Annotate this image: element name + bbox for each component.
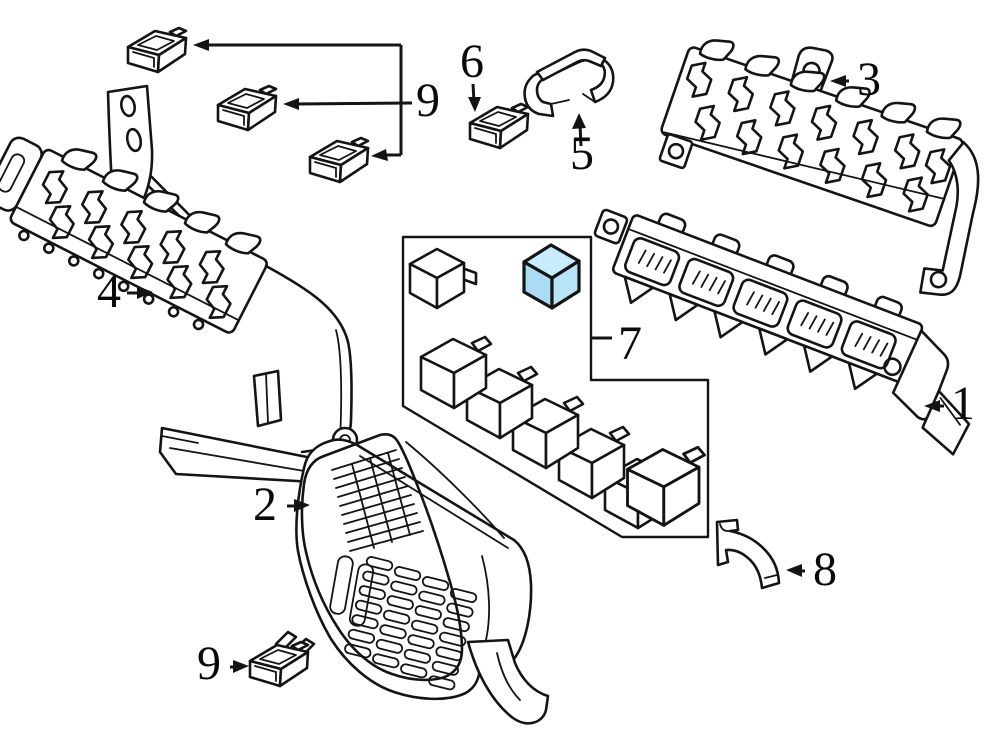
plate-teeth	[623, 275, 879, 391]
cover-top-face-line	[405, 441, 505, 539]
part-7-relay-group[interactable]	[401, 235, 710, 539]
callout-2[interactable]: 2	[253, 478, 277, 531]
left-foot	[658, 133, 694, 170]
side-wall	[264, 264, 353, 454]
relay-highlighted[interactable]	[522, 243, 581, 310]
part-2-cover[interactable]	[295, 426, 550, 725]
cover-tail	[466, 638, 550, 725]
panel-band	[660, 46, 964, 228]
cover-outline	[295, 438, 533, 701]
fuse-6[interactable]	[468, 102, 530, 150]
left-foot-hole	[667, 142, 685, 160]
callout-5[interactable]: 5	[570, 127, 594, 180]
callout-9-bottom[interactable]: 9	[197, 637, 221, 690]
relay-small-white	[408, 247, 478, 310]
left-tab-hole	[602, 218, 620, 235]
plate-body	[611, 214, 924, 383]
bracket-hole-2	[125, 127, 143, 153]
fuse-9a[interactable]	[126, 26, 188, 74]
callout-8[interactable]: 8	[813, 543, 837, 596]
callout-4[interactable]: 4	[97, 265, 121, 318]
cover-back-line	[481, 555, 490, 649]
callout-3[interactable]: 3	[857, 53, 881, 106]
callout-arrows	[127, 39, 944, 673]
part-3-fuse-panel[interactable]	[639, 8, 1000, 303]
cover-spine-line	[359, 455, 509, 549]
fuse-rail	[0, 136, 268, 334]
part-8-bracket[interactable]	[715, 518, 781, 590]
plate-sockets	[624, 236, 897, 370]
fuse-9c[interactable]	[308, 136, 370, 184]
fuse-9b[interactable]	[216, 84, 278, 132]
part-4-fuse-holder[interactable]	[0, 84, 353, 484]
cover-front-face	[300, 432, 464, 682]
callout-9-top[interactable]: 9	[416, 74, 440, 127]
bracket-hole-1	[120, 94, 136, 118]
end-cap-hole	[883, 357, 902, 377]
bottom-foot	[158, 426, 316, 484]
right-foot-hole	[929, 270, 948, 289]
callout-7[interactable]: 7	[618, 317, 642, 370]
part-5-clip[interactable]	[523, 48, 615, 118]
callout-1[interactable]: 1	[951, 377, 975, 430]
cover-slot-tall-1	[329, 555, 354, 615]
callout-6[interactable]: 6	[460, 35, 484, 88]
side-wall-inner	[335, 329, 343, 441]
panel-right-edge	[919, 141, 980, 297]
fuse-9-bottom[interactable]	[248, 630, 316, 688]
plate-left-tab	[593, 208, 629, 245]
cover-grille	[331, 449, 424, 552]
